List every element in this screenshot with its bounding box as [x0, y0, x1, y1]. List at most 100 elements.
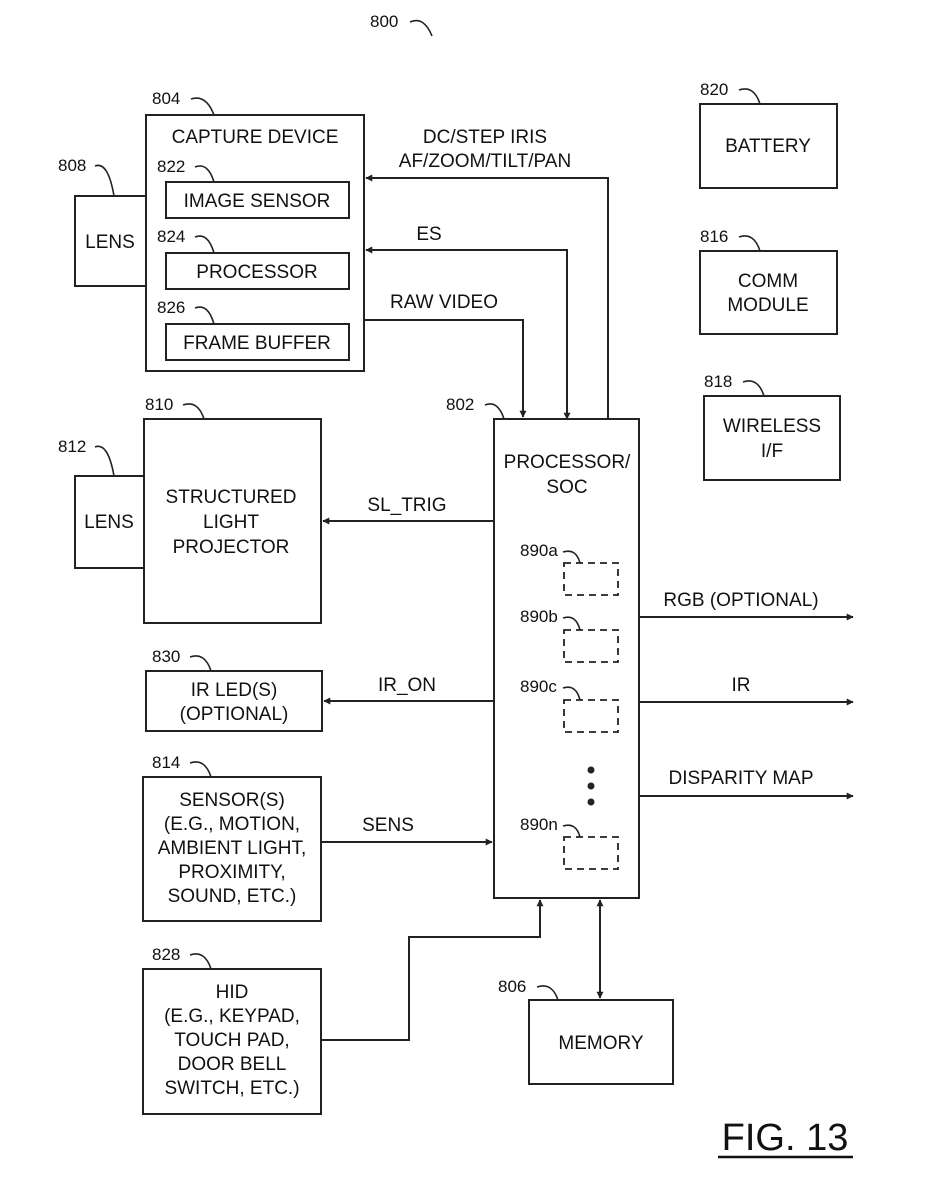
ir-leds-ref: 830	[152, 647, 180, 666]
comm-module-line-1: COMM	[738, 271, 798, 292]
signal-ir-on: IR_ON	[378, 675, 436, 696]
ir-leds-line-2: (OPTIONAL)	[180, 704, 289, 725]
capture-device-title: CAPTURE DEVICE	[172, 127, 339, 148]
sub-block-890c-leader	[562, 686, 581, 701]
signal-ir: IR	[732, 675, 751, 696]
soc-line-1: PROCESSOR/	[504, 452, 631, 473]
memory: 806 MEMORY	[498, 977, 674, 1085]
comm-module: 816 COMM MODULE	[699, 227, 838, 335]
processor-ref-leader	[194, 235, 215, 254]
lens-bottom-ref-leader	[94, 445, 115, 477]
wireless-if-box	[703, 395, 841, 481]
control-wire	[365, 174, 609, 419]
signal-disparity-map: DISPARITY MAP	[669, 768, 814, 789]
figure-ref-leader	[409, 19, 433, 37]
ellipsis-dot-2	[587, 782, 595, 790]
sensors-line-2: (E.G., MOTION,	[164, 814, 300, 835]
figure-ref-group: 800	[370, 12, 433, 37]
frame-buffer-ref-leader	[194, 306, 215, 325]
signal-dc-step-iris: DC/STEP IRIS	[423, 127, 547, 148]
frame-buffer-ref: 826	[157, 298, 185, 317]
memory-ref: 806	[498, 977, 526, 996]
frame-buffer-box	[165, 323, 350, 361]
battery-box	[699, 103, 838, 189]
sub-block-890a-leader	[562, 550, 581, 564]
ellipsis-dot-3	[587, 798, 595, 806]
projector-line-3: PROJECTOR	[173, 537, 290, 558]
hid-wire	[321, 899, 544, 1041]
lens-top-ref: 808	[58, 156, 86, 175]
sensors-line-3: AMBIENT LIGHT,	[158, 838, 307, 859]
raw-video-wire	[364, 319, 527, 418]
signal-rgb-optional: RGB (OPTIONAL)	[663, 590, 818, 611]
soc-ref-leader	[484, 403, 505, 420]
comm-module-line-2: MODULE	[727, 295, 808, 316]
image-sensor-label: IMAGE SENSOR	[184, 191, 331, 212]
wireless-if-ref-leader	[742, 380, 765, 397]
memory-ref-leader	[536, 985, 559, 1001]
lens-bottom-label: LENS	[84, 512, 134, 533]
sub-block-890b-ref: 890b	[520, 607, 558, 626]
sub-block-890a	[563, 562, 619, 596]
es-wire	[365, 246, 571, 420]
sensors-ref-leader	[189, 761, 212, 778]
wireless-if-line-2: I/F	[761, 441, 783, 462]
battery: 820 BATTERY	[699, 80, 838, 189]
memory-box	[528, 999, 674, 1085]
wireless-if: 818 WIRELESS I/F	[703, 372, 841, 481]
capture-device-ref: 804	[152, 89, 180, 108]
hid-line-1: HID	[216, 982, 249, 1003]
signal-sl-trig: SL_TRIG	[367, 495, 446, 516]
signal-raw-video: RAW VIDEO	[390, 292, 498, 313]
sub-block-890b-leader	[562, 616, 581, 631]
sub-block-890c	[563, 699, 619, 733]
sensors: 814 SENSOR(S) (E.G., MOTION, AMBIENT LIG…	[142, 753, 322, 922]
ir-leds-line-1: IR LED(S)	[191, 680, 278, 701]
hid-box	[142, 968, 322, 1115]
sub-block-890n-ref: 890n	[520, 815, 558, 834]
ir-leds: 830 IR LED(S) (OPTIONAL)	[145, 647, 323, 732]
sub-block-890c-ref: 890c	[520, 677, 557, 696]
capture-device: 804 CAPTURE DEVICE 822 IMAGE SENSOR 824 …	[145, 89, 365, 372]
battery-label: BATTERY	[725, 136, 811, 157]
hid-line-3: TOUCH PAD,	[174, 1030, 289, 1051]
hid-ref-leader	[189, 953, 212, 970]
projector-line-2: LIGHT	[203, 512, 259, 533]
signal-es: ES	[416, 224, 441, 245]
hid-line-5: SWITCH, ETC.)	[164, 1078, 299, 1099]
sub-block-890n-leader	[562, 824, 581, 838]
figure-ref: 800	[370, 12, 398, 31]
lens-top-box	[74, 195, 147, 287]
processor-soc: 802 PROCESSOR/ SOC 890a 890b 890c 890n	[446, 395, 640, 899]
image-sensor-ref-leader	[194, 165, 215, 183]
battery-ref: 820	[700, 80, 728, 99]
memory-label: MEMORY	[558, 1033, 643, 1054]
signal-sens: SENS	[362, 815, 414, 836]
image-sensor-ref: 822	[157, 157, 185, 176]
soc-line-2: SOC	[546, 477, 587, 498]
sensors-line-4: PROXIMITY,	[178, 862, 285, 883]
projector-box	[143, 418, 322, 624]
sub-block-890b	[563, 629, 619, 663]
ir-leds-box	[145, 670, 323, 732]
processor-ref: 824	[157, 227, 185, 246]
figure-caption: FIG. 13	[722, 1117, 849, 1159]
soc-box	[493, 418, 640, 899]
structured-light-projector: 810 STRUCTURED LIGHT PROJECTOR	[143, 395, 322, 624]
wireless-if-line-1: WIRELESS	[723, 416, 821, 437]
wireless-if-ref: 818	[704, 372, 732, 391]
sub-block-890n	[563, 836, 619, 870]
lens-top-label: LENS	[85, 232, 135, 253]
capture-device-ref-leader	[190, 97, 215, 116]
sensors-ref: 814	[152, 753, 180, 772]
lens-bottom-box	[74, 475, 145, 569]
image-sensor-box	[165, 181, 350, 219]
soc-ref: 802	[446, 395, 474, 414]
figure-caption-group: FIG. 13	[718, 1117, 853, 1159]
hid-line-4: DOOR BELL	[178, 1054, 287, 1075]
lens-bottom: 812 LENS	[58, 437, 145, 569]
comm-module-ref: 816	[700, 227, 728, 246]
ir-leds-ref-leader	[189, 655, 212, 672]
projector-ref: 810	[145, 395, 173, 414]
